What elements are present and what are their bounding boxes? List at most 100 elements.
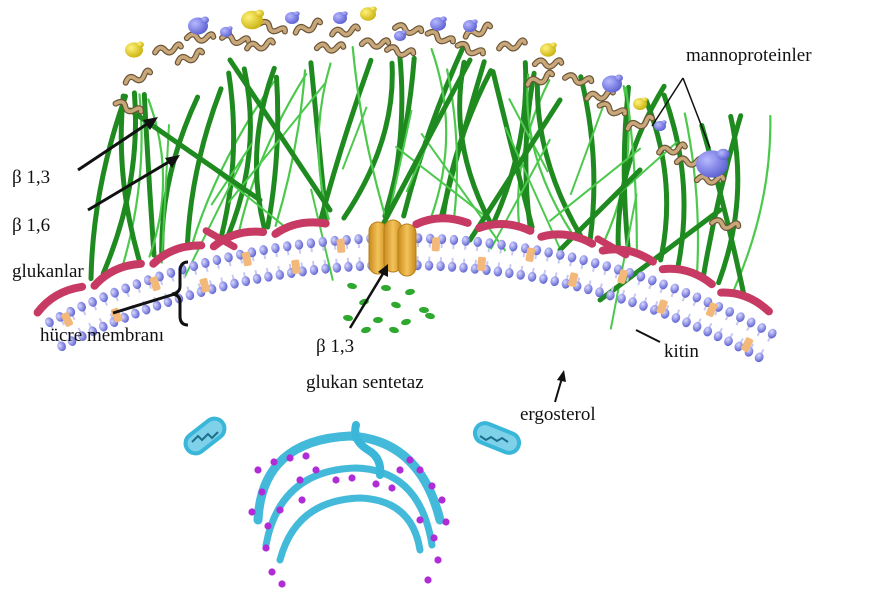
lipid-head — [638, 300, 649, 312]
chitin-fiber — [479, 224, 530, 231]
lipid-head — [680, 287, 692, 299]
lipid-head — [578, 254, 589, 266]
lipid-head — [98, 291, 110, 303]
lipid-head — [691, 321, 703, 334]
secretory-vesicle — [396, 466, 403, 473]
arrow-icon — [636, 330, 660, 342]
mannoprotein-ribbon — [124, 70, 151, 83]
label-synthase-line2: glukan sentetaz — [306, 373, 424, 392]
lipid-head — [766, 327, 778, 340]
lipid-head — [449, 235, 458, 246]
secretory-vesicle — [442, 518, 449, 525]
lipid-head — [436, 261, 445, 271]
lipid-head — [223, 251, 233, 263]
chitin-fiber — [38, 287, 83, 313]
glucan-synthase — [369, 220, 416, 276]
lipid-head — [734, 311, 746, 324]
mitochondrion — [472, 420, 522, 456]
glucan-granule — [400, 318, 411, 326]
lipid-head — [76, 300, 88, 313]
mannoprotein-blob — [662, 120, 667, 124]
organelles — [182, 415, 523, 588]
secretory-vesicle — [372, 480, 379, 487]
mannoprotein-blob — [294, 11, 300, 16]
glucan-granule — [405, 288, 416, 296]
lipid-head — [516, 269, 526, 280]
mannoprotein-blob — [717, 149, 730, 160]
secretory-vesicle — [438, 496, 445, 503]
mannoprotein-blob — [201, 17, 209, 24]
lipid-head — [669, 282, 680, 294]
label-cell-membrane: hücre membranı — [40, 326, 164, 345]
secretory-vesicle — [298, 496, 305, 503]
ergosterol-molecule — [432, 237, 441, 251]
secretory-vesicle — [258, 488, 265, 495]
lipid-head — [493, 266, 503, 277]
lipid-head — [527, 271, 537, 282]
glucan-synthase-subunit — [398, 224, 416, 276]
glucan-granule — [373, 317, 383, 323]
secretory-vesicle — [416, 516, 423, 523]
lipid-head — [567, 252, 577, 264]
lipid-head — [218, 280, 229, 292]
lipid-head — [120, 282, 131, 294]
glucan-granule — [425, 312, 436, 320]
lipid-head — [275, 269, 285, 280]
secretory-vesicle — [406, 456, 413, 463]
beta-1-3-glucan-fiber — [344, 63, 392, 218]
secretory-vesicle — [262, 544, 269, 551]
secretory-vesicle — [248, 508, 255, 515]
lipid-head — [344, 262, 353, 273]
beta-1-3-glucan-fiber — [221, 73, 233, 236]
label-synthase-line1: β 1,3 — [316, 337, 354, 356]
lipid-head — [647, 274, 658, 286]
mannoprotein-ribbon — [176, 50, 203, 63]
secretory-vesicle — [302, 452, 309, 459]
lipid-head — [425, 260, 434, 270]
mannoprotein-blob — [550, 42, 556, 48]
mannoprotein-blob — [642, 97, 648, 102]
secretory-vesicle — [332, 476, 339, 483]
lipid-head — [355, 261, 364, 271]
lipid-head — [87, 296, 99, 309]
lipid-head — [130, 307, 141, 319]
lipid-head — [724, 306, 736, 319]
glucan-granule — [390, 301, 401, 310]
lipid-head — [270, 242, 280, 253]
secretory-vesicle — [296, 476, 303, 483]
lipid-head — [252, 273, 262, 284]
secretory-vesicle — [430, 534, 437, 541]
lipid-head — [229, 278, 239, 290]
mannoprotein-blob — [615, 75, 623, 82]
lipid-head — [165, 267, 176, 279]
glucan-granule — [360, 326, 371, 334]
lipid-head — [318, 237, 327, 248]
mannoprotein-blob — [402, 30, 407, 34]
lipid-head — [109, 287, 121, 299]
lipid-head — [259, 244, 269, 255]
glucan-granules — [343, 282, 436, 334]
lipid-head — [723, 335, 735, 348]
lipid-head — [544, 247, 554, 258]
glucan-granule — [419, 307, 429, 314]
lipid-head — [550, 275, 560, 287]
ergosterol-molecule — [336, 239, 345, 254]
label-beta-1-6: β 1,6 — [12, 216, 50, 235]
mannoprotein-blob — [137, 42, 144, 48]
lipid-head — [448, 262, 457, 273]
glucan-granule — [346, 282, 357, 290]
lipid-head — [538, 273, 548, 284]
lipid-head — [263, 271, 273, 282]
mannoprotein-blob — [440, 16, 446, 22]
secretory-vesicle — [276, 506, 283, 513]
beta-1-3-glucan-fiber — [321, 60, 371, 220]
glucan-granule — [381, 284, 392, 291]
glucan-fibers — [91, 45, 770, 330]
lipid-head — [294, 239, 304, 250]
secretory-vesicle — [264, 522, 271, 529]
secretory-vesicle — [428, 482, 435, 489]
endoplasmic-reticulum — [280, 498, 420, 560]
secretory-vesicle — [388, 484, 395, 491]
label-mannoproteins: mannoproteinler — [686, 46, 812, 65]
